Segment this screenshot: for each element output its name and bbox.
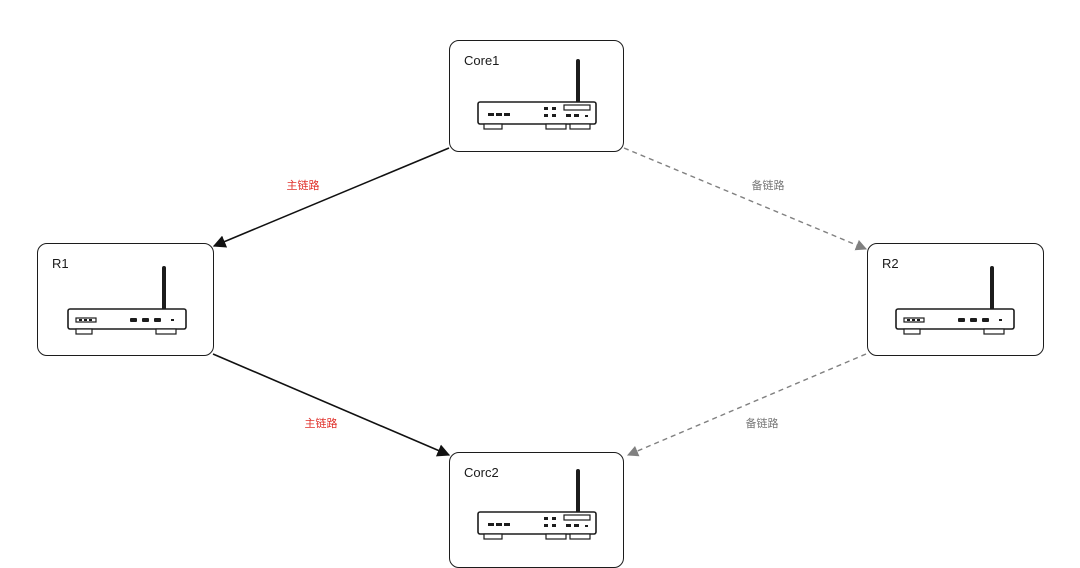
node-r1[interactable]: R1 [37, 243, 214, 356]
link-r1-core2 [212, 353, 451, 457]
link-label-core1-r1: 主链路 [286, 180, 320, 192]
node-label: Corc2 [464, 465, 499, 480]
link-r2-core2 [626, 353, 867, 457]
node-label: R1 [52, 256, 69, 271]
link-label-r2-core2: 备链路 [745, 418, 779, 430]
router-icon [477, 469, 597, 540]
node-core2[interactable]: Corc2 [449, 452, 624, 568]
link-core1-r1 [212, 147, 450, 248]
node-core1[interactable]: Core1 [449, 40, 624, 152]
link-core1-r2 [623, 147, 868, 251]
node-label: Core1 [464, 53, 500, 68]
router-icon [67, 266, 187, 335]
node-r2[interactable]: R2 [867, 243, 1044, 356]
router-icon [477, 59, 597, 130]
router-icon [895, 266, 1015, 335]
node-label: R2 [882, 256, 899, 271]
link-label-core1-r2: 备链路 [751, 180, 785, 192]
link-label-r1-core2: 主链路 [304, 418, 338, 430]
